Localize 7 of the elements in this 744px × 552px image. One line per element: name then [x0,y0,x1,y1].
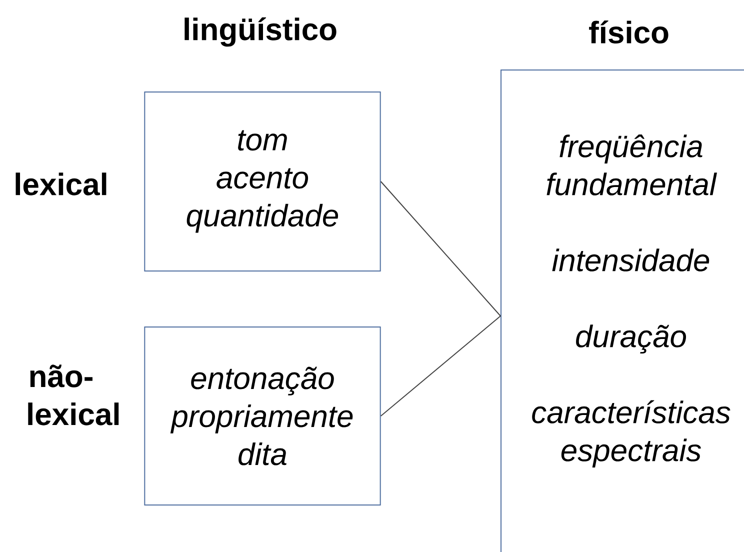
property-box: freqüência fundamental intensidade duração características espectrais [500,70,744,552]
connector-line [380,181,501,316]
category-box: tom acento quantidade [144,92,381,272]
row-heading: lexical [16,172,106,196]
connector-line [380,316,501,416]
column-heading: lingüístico [184,17,336,47]
category-box: entonação propriamente dita [144,326,381,506]
